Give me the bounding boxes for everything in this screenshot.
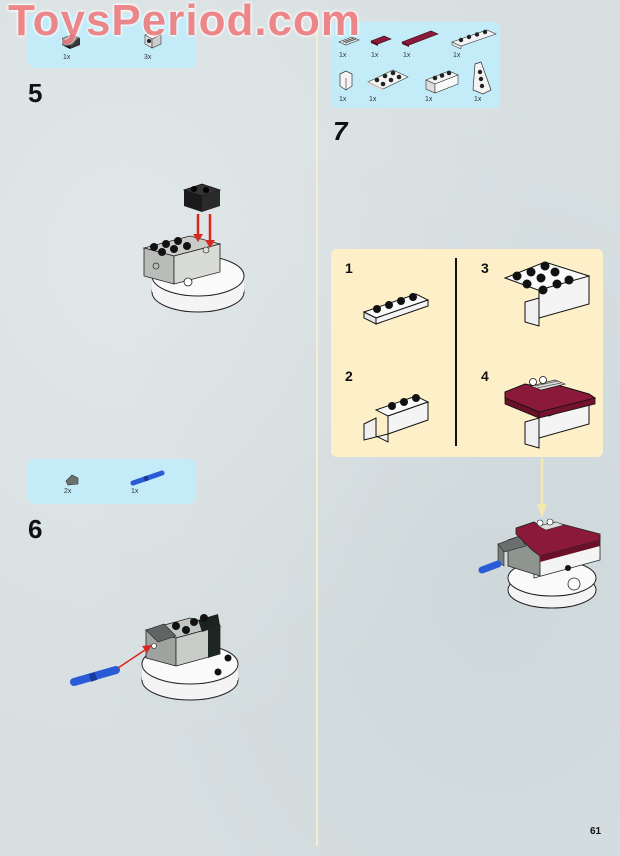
step-6-parts-callout: 2x 1x	[28, 459, 196, 504]
dark-red-tile-1x2-icon	[370, 35, 392, 46]
part-qty: 1x	[371, 52, 379, 59]
part-qty: 3x	[144, 54, 152, 61]
white-brick-1x3-icon	[425, 70, 459, 94]
step-5-assembly-illustration	[142, 183, 245, 313]
step-number-6: 6	[28, 514, 43, 544]
step-number-5: 5	[28, 78, 43, 108]
part-qty: 1x	[339, 52, 347, 59]
page-number: 61	[590, 826, 602, 837]
part-qty: 1x	[453, 52, 461, 59]
white-plate-2x3-icon	[367, 69, 409, 91]
part-qty: 1x	[425, 96, 433, 103]
substep-1-illustration	[362, 293, 430, 325]
step-7-parts-callout: 1x 1x 1x 1x 1x 1x 1	[331, 22, 500, 108]
white-grille-tile-icon	[338, 36, 360, 46]
substep-number-1: 1	[345, 260, 353, 276]
step-number-7: 7	[333, 116, 348, 146]
part-qty: 2x	[64, 488, 72, 495]
part-qty: 1x	[63, 54, 71, 61]
black-technic-brick-icon	[62, 34, 80, 49]
substep-number-4: 4	[481, 368, 489, 384]
white-technic-brick-icon	[144, 30, 162, 49]
step-5-parts-callout: 1x 3x	[28, 14, 196, 68]
step-7-assembly-illustration	[478, 518, 601, 609]
white-wedge-plate-icon	[472, 61, 492, 95]
part-qty: 1x	[369, 96, 377, 103]
step-6-assembly-illustration	[70, 614, 239, 701]
dark-red-tile-1x4-icon	[401, 30, 439, 47]
column-divider	[316, 10, 318, 846]
substep-number-2: 2	[345, 368, 353, 384]
substep-3-illustration	[503, 261, 591, 327]
part-qty: 1x	[131, 488, 139, 495]
part-qty: 1x	[403, 52, 411, 59]
subassembly-arrow	[537, 458, 547, 518]
part-qty: 1x	[474, 96, 482, 103]
watermark: ToysPeriod.com	[8, 0, 362, 45]
substep-number-3: 3	[481, 260, 489, 276]
white-bracket-icon	[339, 70, 353, 91]
blue-technic-pin-icon	[130, 470, 165, 486]
dark-gray-slope-icon	[65, 474, 79, 486]
part-qty: 1x	[339, 96, 347, 103]
subassembly-divider	[455, 258, 457, 446]
white-plate-1x4-icon	[451, 29, 497, 50]
substep-4-illustration	[504, 376, 597, 449]
substep-2-illustration	[363, 394, 430, 443]
